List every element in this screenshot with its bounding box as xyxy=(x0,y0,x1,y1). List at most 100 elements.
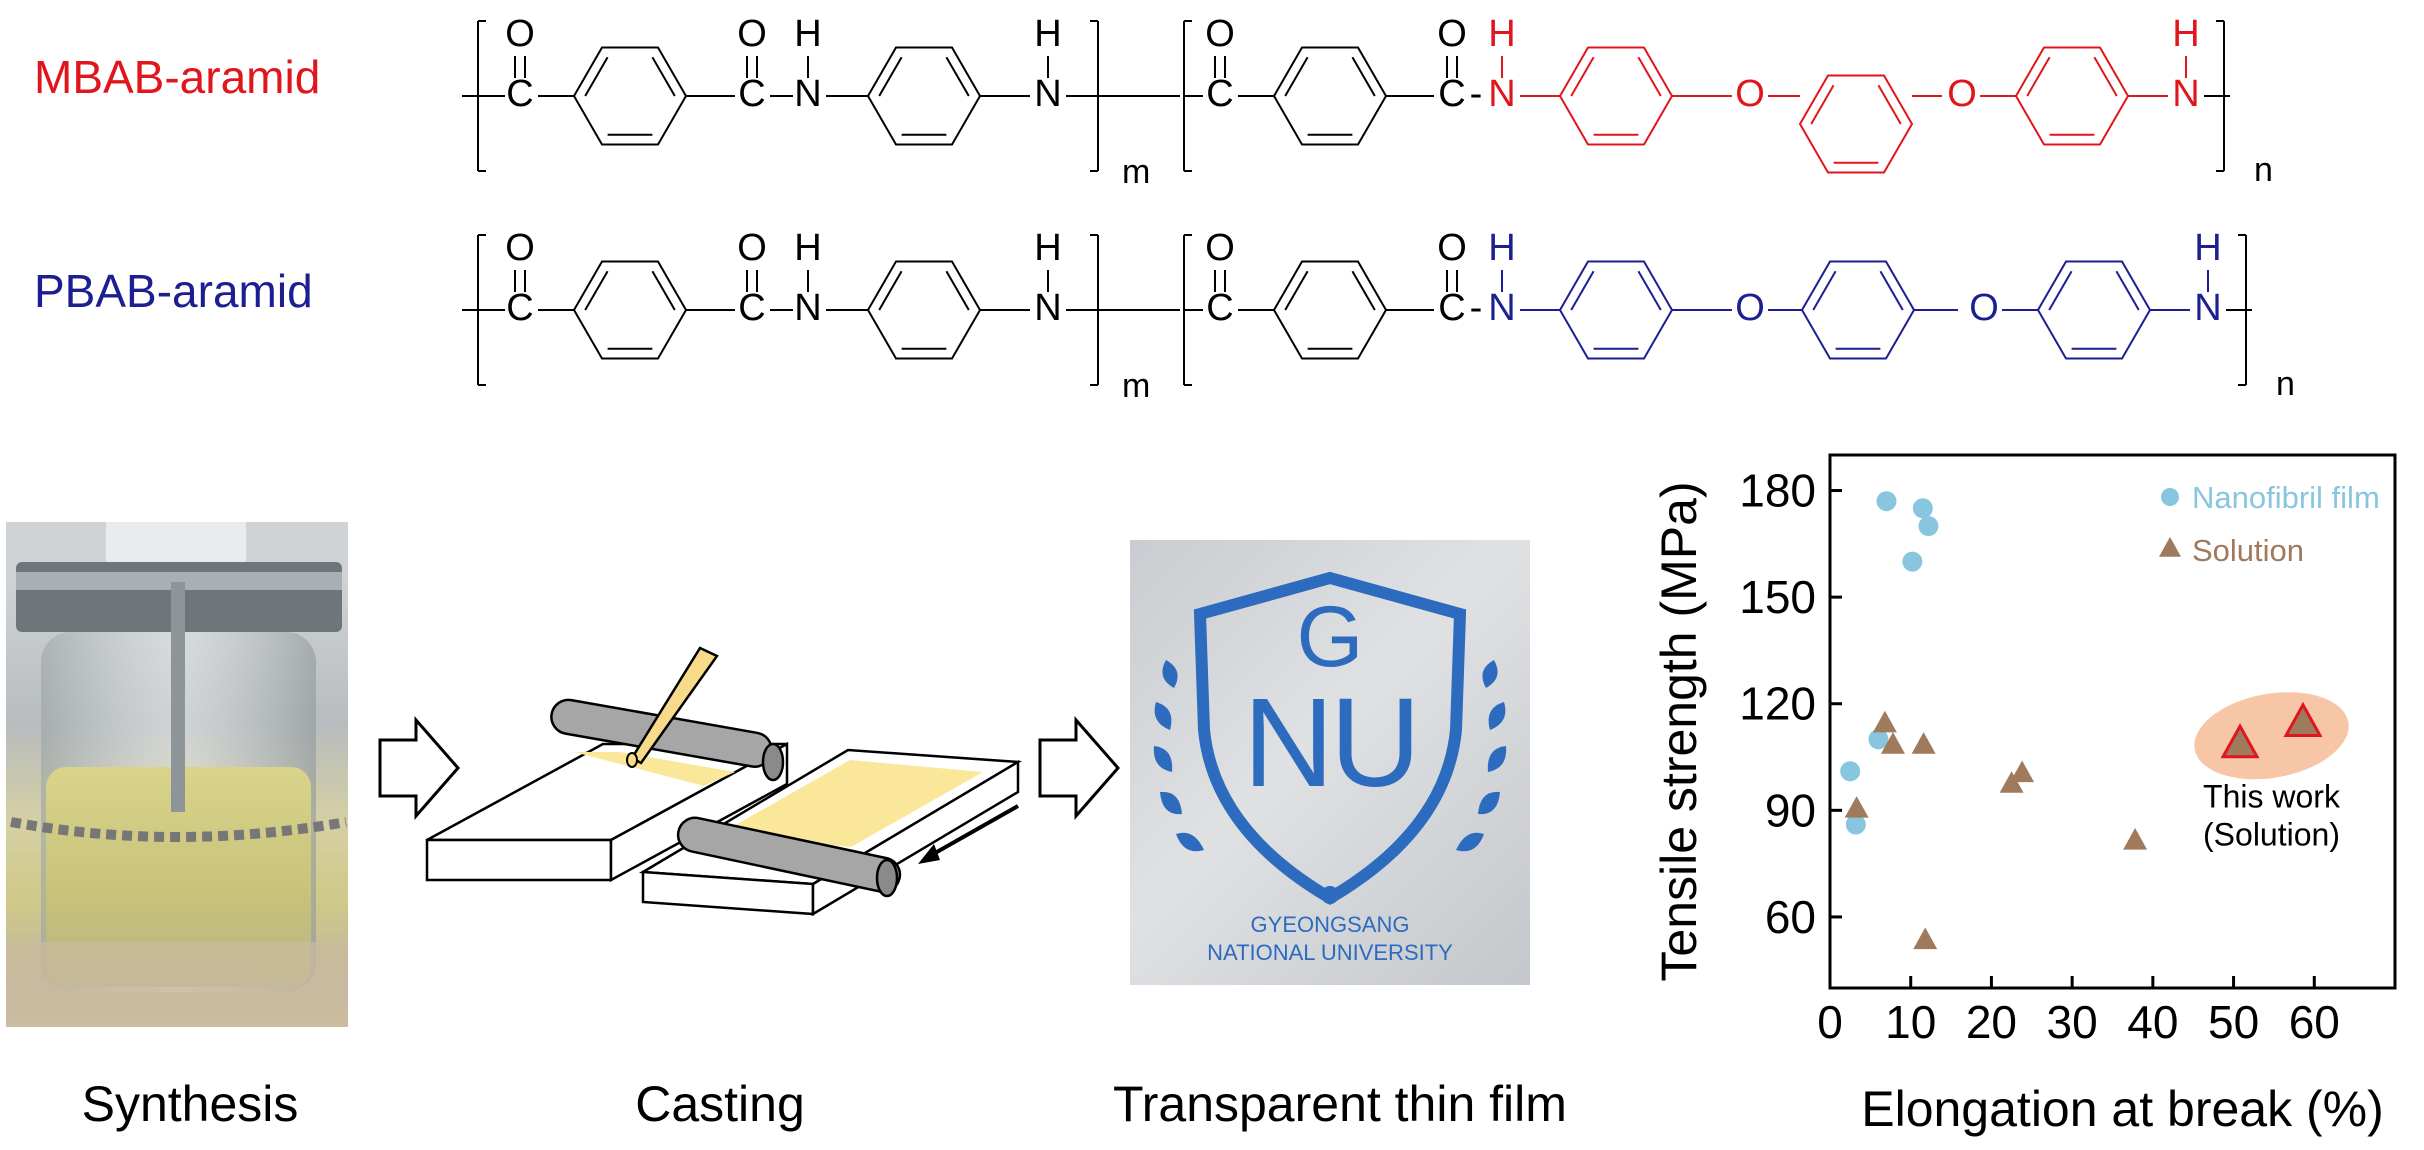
carbon-atom: C xyxy=(1438,73,1465,115)
process-arrow-icon xyxy=(378,716,460,820)
y-tick-label: 120 xyxy=(1739,678,1816,730)
caption-casting: Casting xyxy=(635,1076,805,1132)
legend-marker-solution xyxy=(2159,536,2181,557)
legend-label-nanofibril: Nanofibril film xyxy=(2192,480,2380,515)
carbon-atom: C xyxy=(1206,287,1233,329)
benzene-ring xyxy=(1558,260,1674,360)
logo-letters-nu: NU xyxy=(1243,672,1421,813)
casting-rod-right xyxy=(676,816,902,898)
logo-line-1: GYEONGSANG xyxy=(1250,912,1410,937)
benzene-ring xyxy=(866,46,982,146)
data-point-solution xyxy=(1880,732,1905,754)
data-point-this-work xyxy=(2283,701,2323,737)
nitrogen-atom: N xyxy=(794,73,821,115)
plot-frame xyxy=(1828,453,2397,990)
data-point-solution xyxy=(2123,828,2148,850)
direction-arrow-icon xyxy=(918,804,1019,864)
data-point-nanofibril xyxy=(1845,814,1866,835)
bond-dash: - xyxy=(1470,73,1483,115)
mbab-label: MBAB-aramid xyxy=(34,51,321,103)
nitrogen-atom: N xyxy=(1488,73,1515,115)
x-tick-label: 50 xyxy=(2208,996,2259,1048)
legend-label-solution: Solution xyxy=(2192,533,2304,568)
hydrogen-atom: H xyxy=(1034,13,1061,55)
x-tick-label: 40 xyxy=(2127,996,2178,1048)
carbon-atom: C xyxy=(506,287,533,329)
subscript-m: m xyxy=(1122,367,1150,405)
film-photo: G NU GYEONGSANG NATIONAL UNIVERSITY xyxy=(1130,540,1530,985)
university-logo xyxy=(1153,571,1507,905)
data-point-solution xyxy=(1999,771,2024,793)
subscript-n: n xyxy=(2276,365,2295,403)
nitrogen-atom: N xyxy=(2194,287,2221,329)
carbon-atom: C xyxy=(506,73,533,115)
oxygen-atom: O xyxy=(1947,73,1977,115)
x-tick-label: 30 xyxy=(2047,996,2098,1048)
pbab-label: PBAB-aramid xyxy=(34,265,313,317)
subscript-m: m xyxy=(1122,153,1150,191)
subscript-n: n xyxy=(2254,151,2273,189)
hydrogen-atom: H xyxy=(794,227,821,269)
carbon-atom: C xyxy=(1206,73,1233,115)
hydrogen-atom: H xyxy=(2194,227,2221,269)
process-arrow-icon xyxy=(1038,716,1120,820)
oxygen-atom: O xyxy=(1437,227,1467,269)
x-tick-label: 60 xyxy=(2289,996,2340,1048)
x-tick-label: 20 xyxy=(1966,996,2017,1048)
oxygen-atom: O xyxy=(737,227,767,269)
nitrogen-atom: N xyxy=(1034,287,1061,329)
nitrogen-atom: N xyxy=(2172,73,2199,115)
benzene-ring xyxy=(1558,46,1674,146)
highlight-ellipse xyxy=(2194,692,2349,780)
oxygen-atom: O xyxy=(1735,287,1765,329)
x-axis-label: Elongation at break (%) xyxy=(1861,1081,2384,1137)
pipette xyxy=(626,646,719,768)
bond-dash: - xyxy=(1470,287,1483,329)
data-point-this-work xyxy=(2220,723,2260,759)
synthesis-photo xyxy=(6,522,348,1027)
oxygen-atom: O xyxy=(1969,287,1999,329)
oxygen-atom: O xyxy=(1437,13,1467,55)
data-point-solution xyxy=(1872,710,1897,733)
oxygen-atom: O xyxy=(1205,227,1235,269)
legend-marker-nanofibril xyxy=(2161,488,2179,506)
benzene-ring xyxy=(572,46,688,146)
benzene-ring xyxy=(1800,260,1916,360)
x-tick-label: 10 xyxy=(1885,996,1936,1048)
data-point-solution xyxy=(1911,732,1936,754)
oxygen-atom: O xyxy=(1205,13,1235,55)
data-point-nanofibril xyxy=(1876,491,1897,512)
benzene-ring xyxy=(1798,74,1914,174)
oxygen-atom: O xyxy=(737,13,767,55)
hydrogen-atom: H xyxy=(1034,227,1061,269)
hydrogen-atom: H xyxy=(1488,13,1515,55)
data-point-solution xyxy=(2010,760,2035,783)
benzene-ring xyxy=(2036,260,2152,360)
benzene-ring xyxy=(1272,260,1388,360)
data-point-solution xyxy=(1844,796,1869,818)
oxygen-atom: O xyxy=(505,13,535,55)
nitrogen-atom: N xyxy=(794,287,821,329)
oxygen-atom: O xyxy=(1735,73,1765,115)
annotation-line-2: (Solution) xyxy=(2203,817,2340,853)
nitrogen-atom: N xyxy=(1034,73,1061,115)
benzene-ring xyxy=(2014,46,2130,146)
hydrogen-atom: H xyxy=(2172,13,2199,55)
benzene-ring xyxy=(572,260,688,360)
logo-letter-g: G xyxy=(1296,589,1364,685)
logo-line-2: NATIONAL UNIVERSITY xyxy=(1207,940,1453,965)
data-point-nanofibril xyxy=(1840,761,1861,782)
y-tick-label: 180 xyxy=(1739,465,1816,517)
benzene-ring xyxy=(1272,46,1388,146)
data-point-nanofibril xyxy=(1912,498,1933,519)
y-tick-label: 90 xyxy=(1765,784,1816,836)
data-point-nanofibril xyxy=(1868,729,1889,750)
x-tick-label: 0 xyxy=(1817,996,1843,1048)
caption-synthesis: Synthesis xyxy=(81,1076,299,1132)
hydrogen-atom: H xyxy=(1488,227,1515,269)
y-tick-label: 60 xyxy=(1765,891,1816,943)
caption-film: Transparent thin film xyxy=(1113,1076,1567,1132)
